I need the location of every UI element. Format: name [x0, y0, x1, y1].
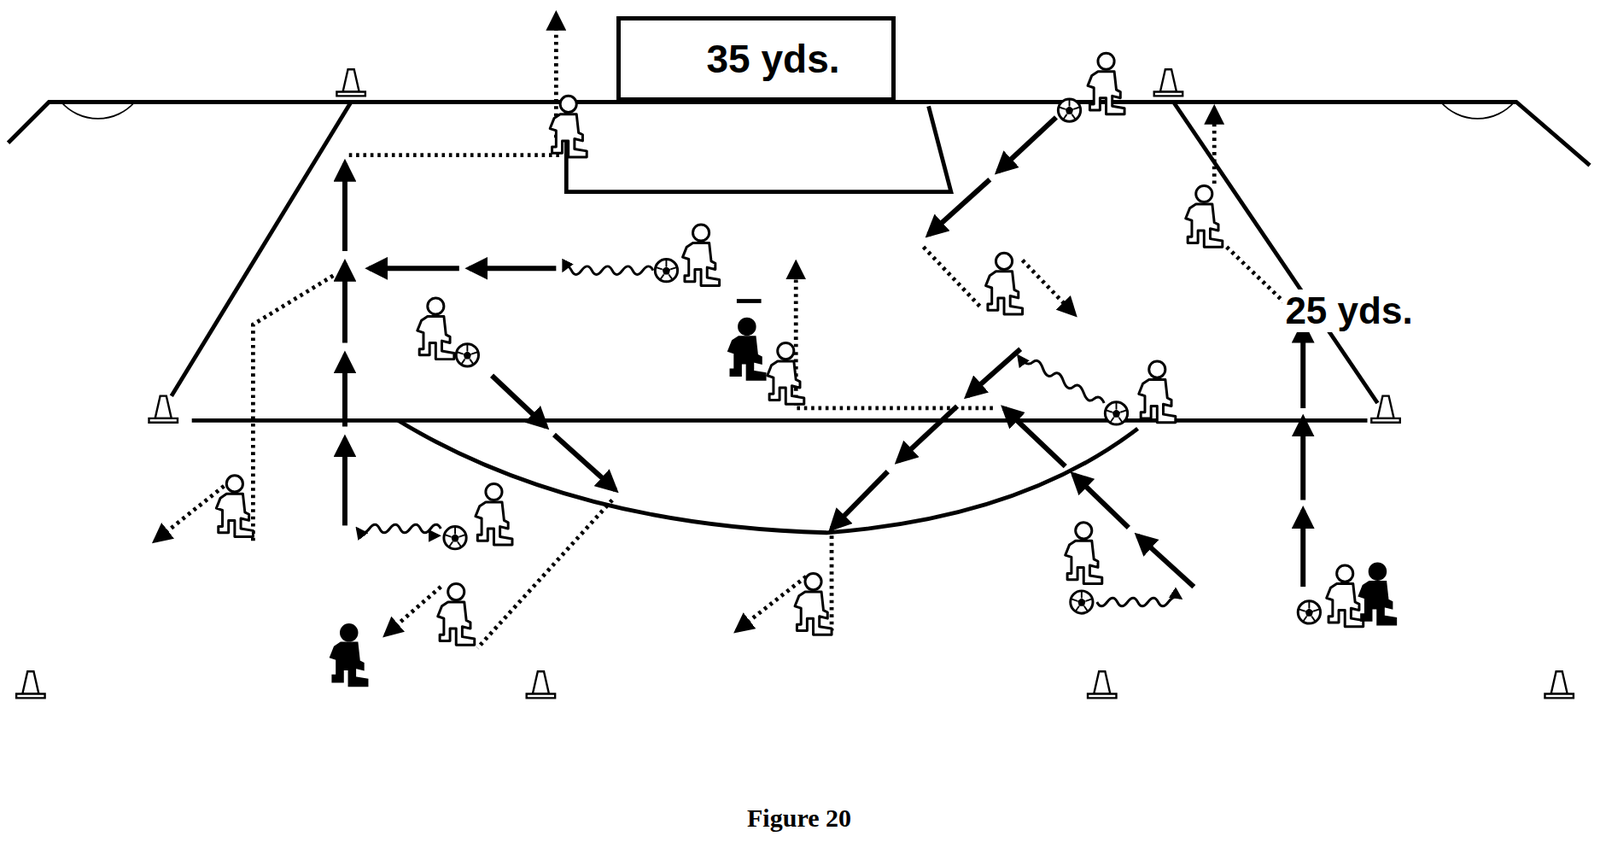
dribble-path — [356, 524, 441, 533]
player — [986, 252, 1023, 315]
field-lines — [171, 101, 351, 396]
defender — [1359, 563, 1396, 625]
player — [216, 475, 253, 538]
dribble-path — [1018, 356, 1104, 403]
pass-arrow — [1300, 418, 1306, 501]
pass-arrow — [1300, 509, 1306, 587]
cone — [526, 671, 555, 698]
player — [767, 343, 805, 405]
player — [475, 483, 513, 545]
pass-arrow — [344, 116, 1303, 587]
pass-arrow — [342, 438, 348, 526]
ball — [443, 526, 467, 549]
pass-arrow — [1300, 324, 1306, 409]
field-lines — [61, 101, 135, 118]
ball — [1057, 99, 1081, 122]
cone — [16, 69, 1574, 698]
ball — [455, 344, 479, 367]
pass-arrow — [491, 375, 546, 427]
cone — [16, 671, 45, 698]
run-path — [252, 273, 337, 541]
figure-caption: Figure 20 — [744, 803, 854, 833]
cone — [1371, 396, 1400, 423]
pass-arrow — [1073, 474, 1129, 528]
run-path — [795, 351, 995, 409]
pass-arrow — [967, 349, 1021, 397]
pass-arrow — [1004, 408, 1066, 467]
ball — [654, 259, 678, 282]
defender — [728, 318, 765, 380]
cone — [148, 396, 177, 423]
pass-arrow — [342, 355, 348, 427]
pass-arrow — [898, 406, 958, 462]
pass-arrow — [342, 262, 348, 343]
field-lines — [192, 418, 1368, 423]
ball — [443, 99, 1321, 624]
player — [1087, 52, 1125, 115]
cone — [336, 69, 365, 96]
dimension-label: 25 yds. — [1282, 289, 1415, 333]
ball — [1070, 590, 1093, 614]
pass-arrow — [469, 265, 557, 271]
field-lines — [1173, 101, 1378, 403]
pass-arrow — [342, 163, 348, 252]
defender — [736, 298, 762, 304]
run-path — [1022, 260, 1075, 315]
pass-arrow — [831, 471, 888, 529]
run-path — [385, 586, 442, 635]
player — [1326, 565, 1364, 627]
dribble-path — [563, 266, 654, 275]
field-lines — [566, 105, 952, 192]
player — [1185, 185, 1223, 247]
player — [1138, 361, 1176, 423]
player — [417, 297, 455, 360]
cone — [1087, 671, 1116, 698]
field-lines — [1441, 101, 1515, 118]
goal-box: 35 yds. — [616, 16, 896, 102]
field-lines — [8, 101, 1590, 532]
ball — [1297, 601, 1320, 624]
player — [437, 583, 475, 646]
cone — [1544, 671, 1573, 698]
defender — [330, 301, 1396, 686]
run-path — [794, 262, 799, 347]
run-path — [829, 535, 835, 631]
player — [1065, 522, 1103, 584]
run-path — [923, 246, 982, 309]
run-path — [155, 14, 1302, 649]
field-lines — [397, 420, 1138, 532]
pass-arrow — [928, 179, 991, 235]
pass-arrow — [369, 265, 460, 271]
player — [549, 95, 587, 158]
run-path — [1212, 108, 1217, 184]
player — [794, 573, 832, 636]
field-lines — [8, 101, 1590, 165]
player — [683, 224, 720, 287]
ball — [1104, 402, 1128, 425]
player — [216, 52, 1363, 645]
run-path — [344, 152, 560, 158]
dimension-label: 35 yds. — [706, 35, 841, 82]
dribble-path — [1097, 596, 1181, 607]
cone — [1154, 69, 1183, 96]
dribble-path — [356, 266, 1180, 607]
pass-arrow — [1138, 535, 1195, 587]
defender — [330, 624, 368, 686]
pass-arrow — [554, 434, 616, 491]
pass-arrow — [998, 116, 1057, 171]
